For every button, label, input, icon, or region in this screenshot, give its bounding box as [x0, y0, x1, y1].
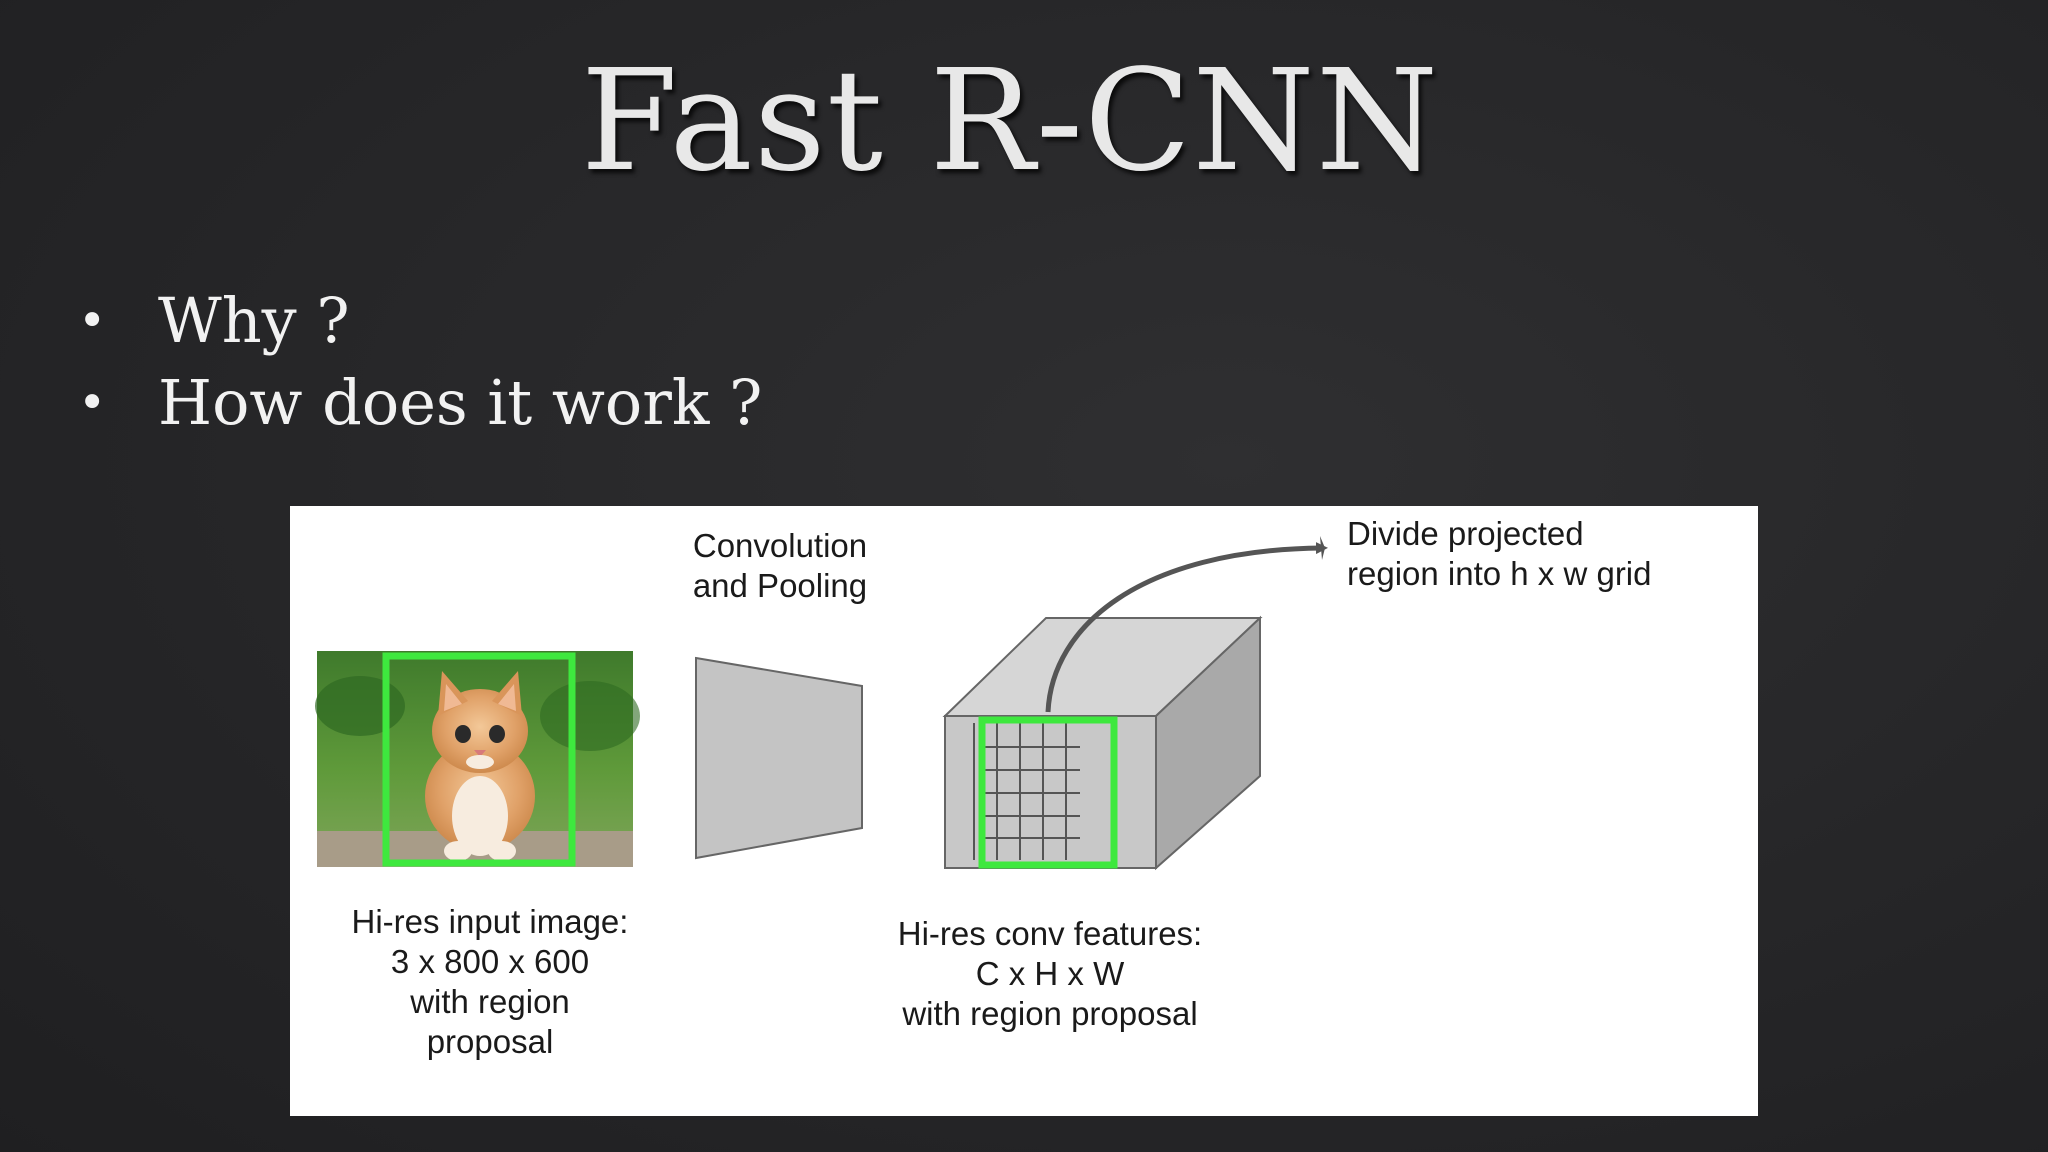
divide-label-line1: Divide projected [1347, 515, 1584, 552]
grid-arrow-icon [1045, 542, 1328, 713]
features-label-line1: Hi-res conv features: [897, 915, 1203, 952]
bullet-list: • Why ? • How does it work ? [78, 280, 762, 444]
conv-label-line1: Convolution [692, 527, 868, 564]
projected-region-box [978, 716, 1118, 869]
conv-label-line2: and Pooling [692, 567, 868, 604]
input-image [315, 651, 640, 867]
kitten-icon [425, 671, 535, 861]
input-label-line4: proposal [426, 1023, 554, 1060]
input-image-label: Hi-res input image: 3 x 800 x 600 with r… [310, 902, 670, 1062]
divide-grid-label: Divide projected region into h x w grid [1347, 514, 1747, 594]
input-label-line2: 3 x 800 x 600 [390, 943, 590, 980]
input-label-line3: with region [410, 983, 570, 1020]
bullet-dot-icon: • [78, 375, 107, 431]
bullet-dot-icon: • [78, 293, 107, 349]
region-proposal-box [382, 652, 576, 867]
fast-rcnn-diagram [315, 536, 1328, 871]
input-label-line1: Hi-res input image: [351, 903, 629, 940]
projected-region-grid [973, 723, 1080, 860]
divide-label-line2: region into h x w grid [1347, 555, 1652, 592]
bullet-text: How does it work ? [158, 366, 763, 439]
conv-pool-label: Convolution and Pooling [640, 526, 920, 606]
bullet-item-why: • Why ? [78, 280, 762, 362]
features-label-line3: with region proposal [902, 995, 1198, 1032]
conv-layer-shape [695, 656, 863, 860]
diagram-panel: Convolution and Pooling Divide projected… [290, 506, 1758, 1116]
slide-title: Fast R-CNN [580, 40, 1440, 203]
bullet-text: Why ? [158, 284, 350, 357]
conv-features-label: Hi-res conv features: C x H x W with reg… [830, 914, 1270, 1034]
feature-map-block [942, 615, 1263, 871]
features-label-line2: C x H x W [975, 955, 1125, 992]
bullet-item-how: • How does it work ? [78, 362, 762, 444]
